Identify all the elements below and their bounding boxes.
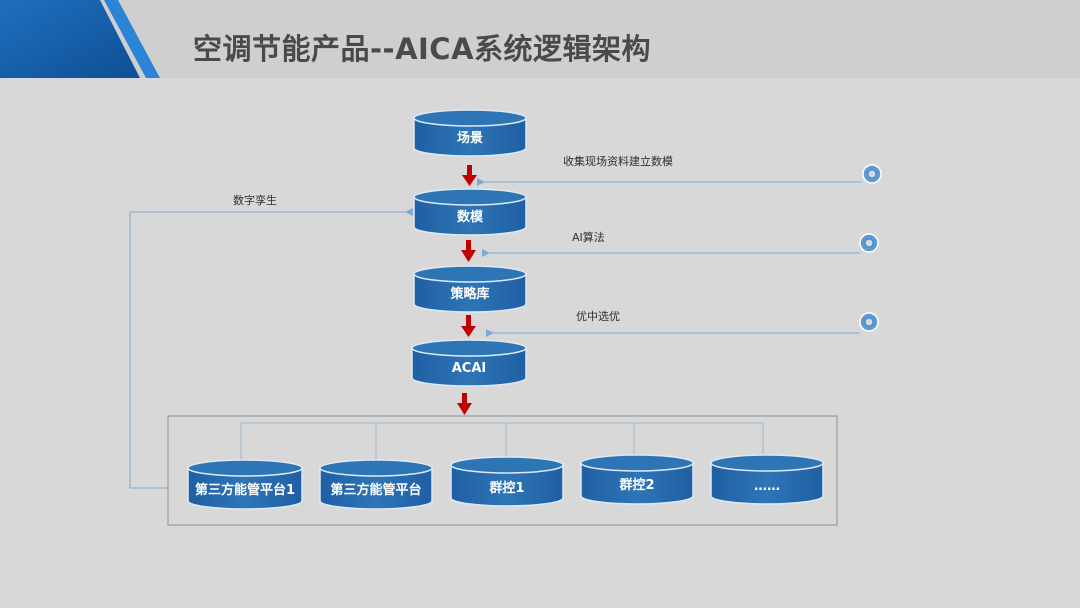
feedback-digital-twin: 数字孪生 <box>129 193 413 489</box>
feedback-digital-twin-label: 数字孪生 <box>233 193 277 207</box>
flow-node-strategy-label: 策略库 <box>450 286 489 302</box>
flow-node-acai-label: ACAI <box>452 361 487 376</box>
flow-arrow-3 <box>461 315 476 337</box>
corner-decoration <box>0 0 160 78</box>
platform-third-party-1-label: 第三方能管平台1 <box>195 482 295 498</box>
platform-container <box>167 415 838 526</box>
input-optimize: 优中选优 <box>486 310 879 337</box>
platform-third-party: 第三方能管平台 <box>319 459 433 510</box>
input-optimize-label: 优中选优 <box>576 310 620 323</box>
flow-arrow-4 <box>457 393 472 415</box>
input-ai-algorithm-label: AI算法 <box>572 230 605 244</box>
flow-arrow-1 <box>462 165 477 186</box>
platform-more-label: …… <box>754 479 780 494</box>
input-collect-data: 收集现场资料建立数模 <box>477 154 882 186</box>
input-ai-algorithm: AI算法 <box>482 230 879 257</box>
platform-group-control-2-label: 群控2 <box>619 477 654 493</box>
flow-arrow-2 <box>461 240 476 262</box>
flow-node-strategy: 策略库 <box>413 265 527 313</box>
flow-node-model: 数模 <box>413 188 527 236</box>
target-circle-icon <box>859 233 879 253</box>
flow-node-scene-label: 场景 <box>457 131 483 146</box>
page-title: 空调节能产品--AICA系统逻辑架构 <box>193 32 652 66</box>
platform-connectors <box>240 422 764 460</box>
header-band <box>0 0 1080 78</box>
target-circle-icon <box>859 312 879 332</box>
flow-node-scene: 场景 <box>413 109 527 157</box>
flow-node-model-label: 数模 <box>457 209 484 225</box>
platform-group-control-1-label: 群控1 <box>489 480 524 496</box>
platform-third-party-1: 第三方能管平台1 <box>187 459 303 510</box>
input-collect-data-label: 收集现场资料建立数模 <box>563 154 673 168</box>
platform-group-control-2: 群控2 <box>580 454 694 505</box>
platform-third-party-label: 第三方能管平台 <box>330 482 421 498</box>
flow-node-acai: ACAI <box>411 339 527 387</box>
platform-group-control-1: 群控1 <box>450 456 564 507</box>
target-circle-icon <box>862 164 882 184</box>
platform-more: …… <box>710 454 824 505</box>
